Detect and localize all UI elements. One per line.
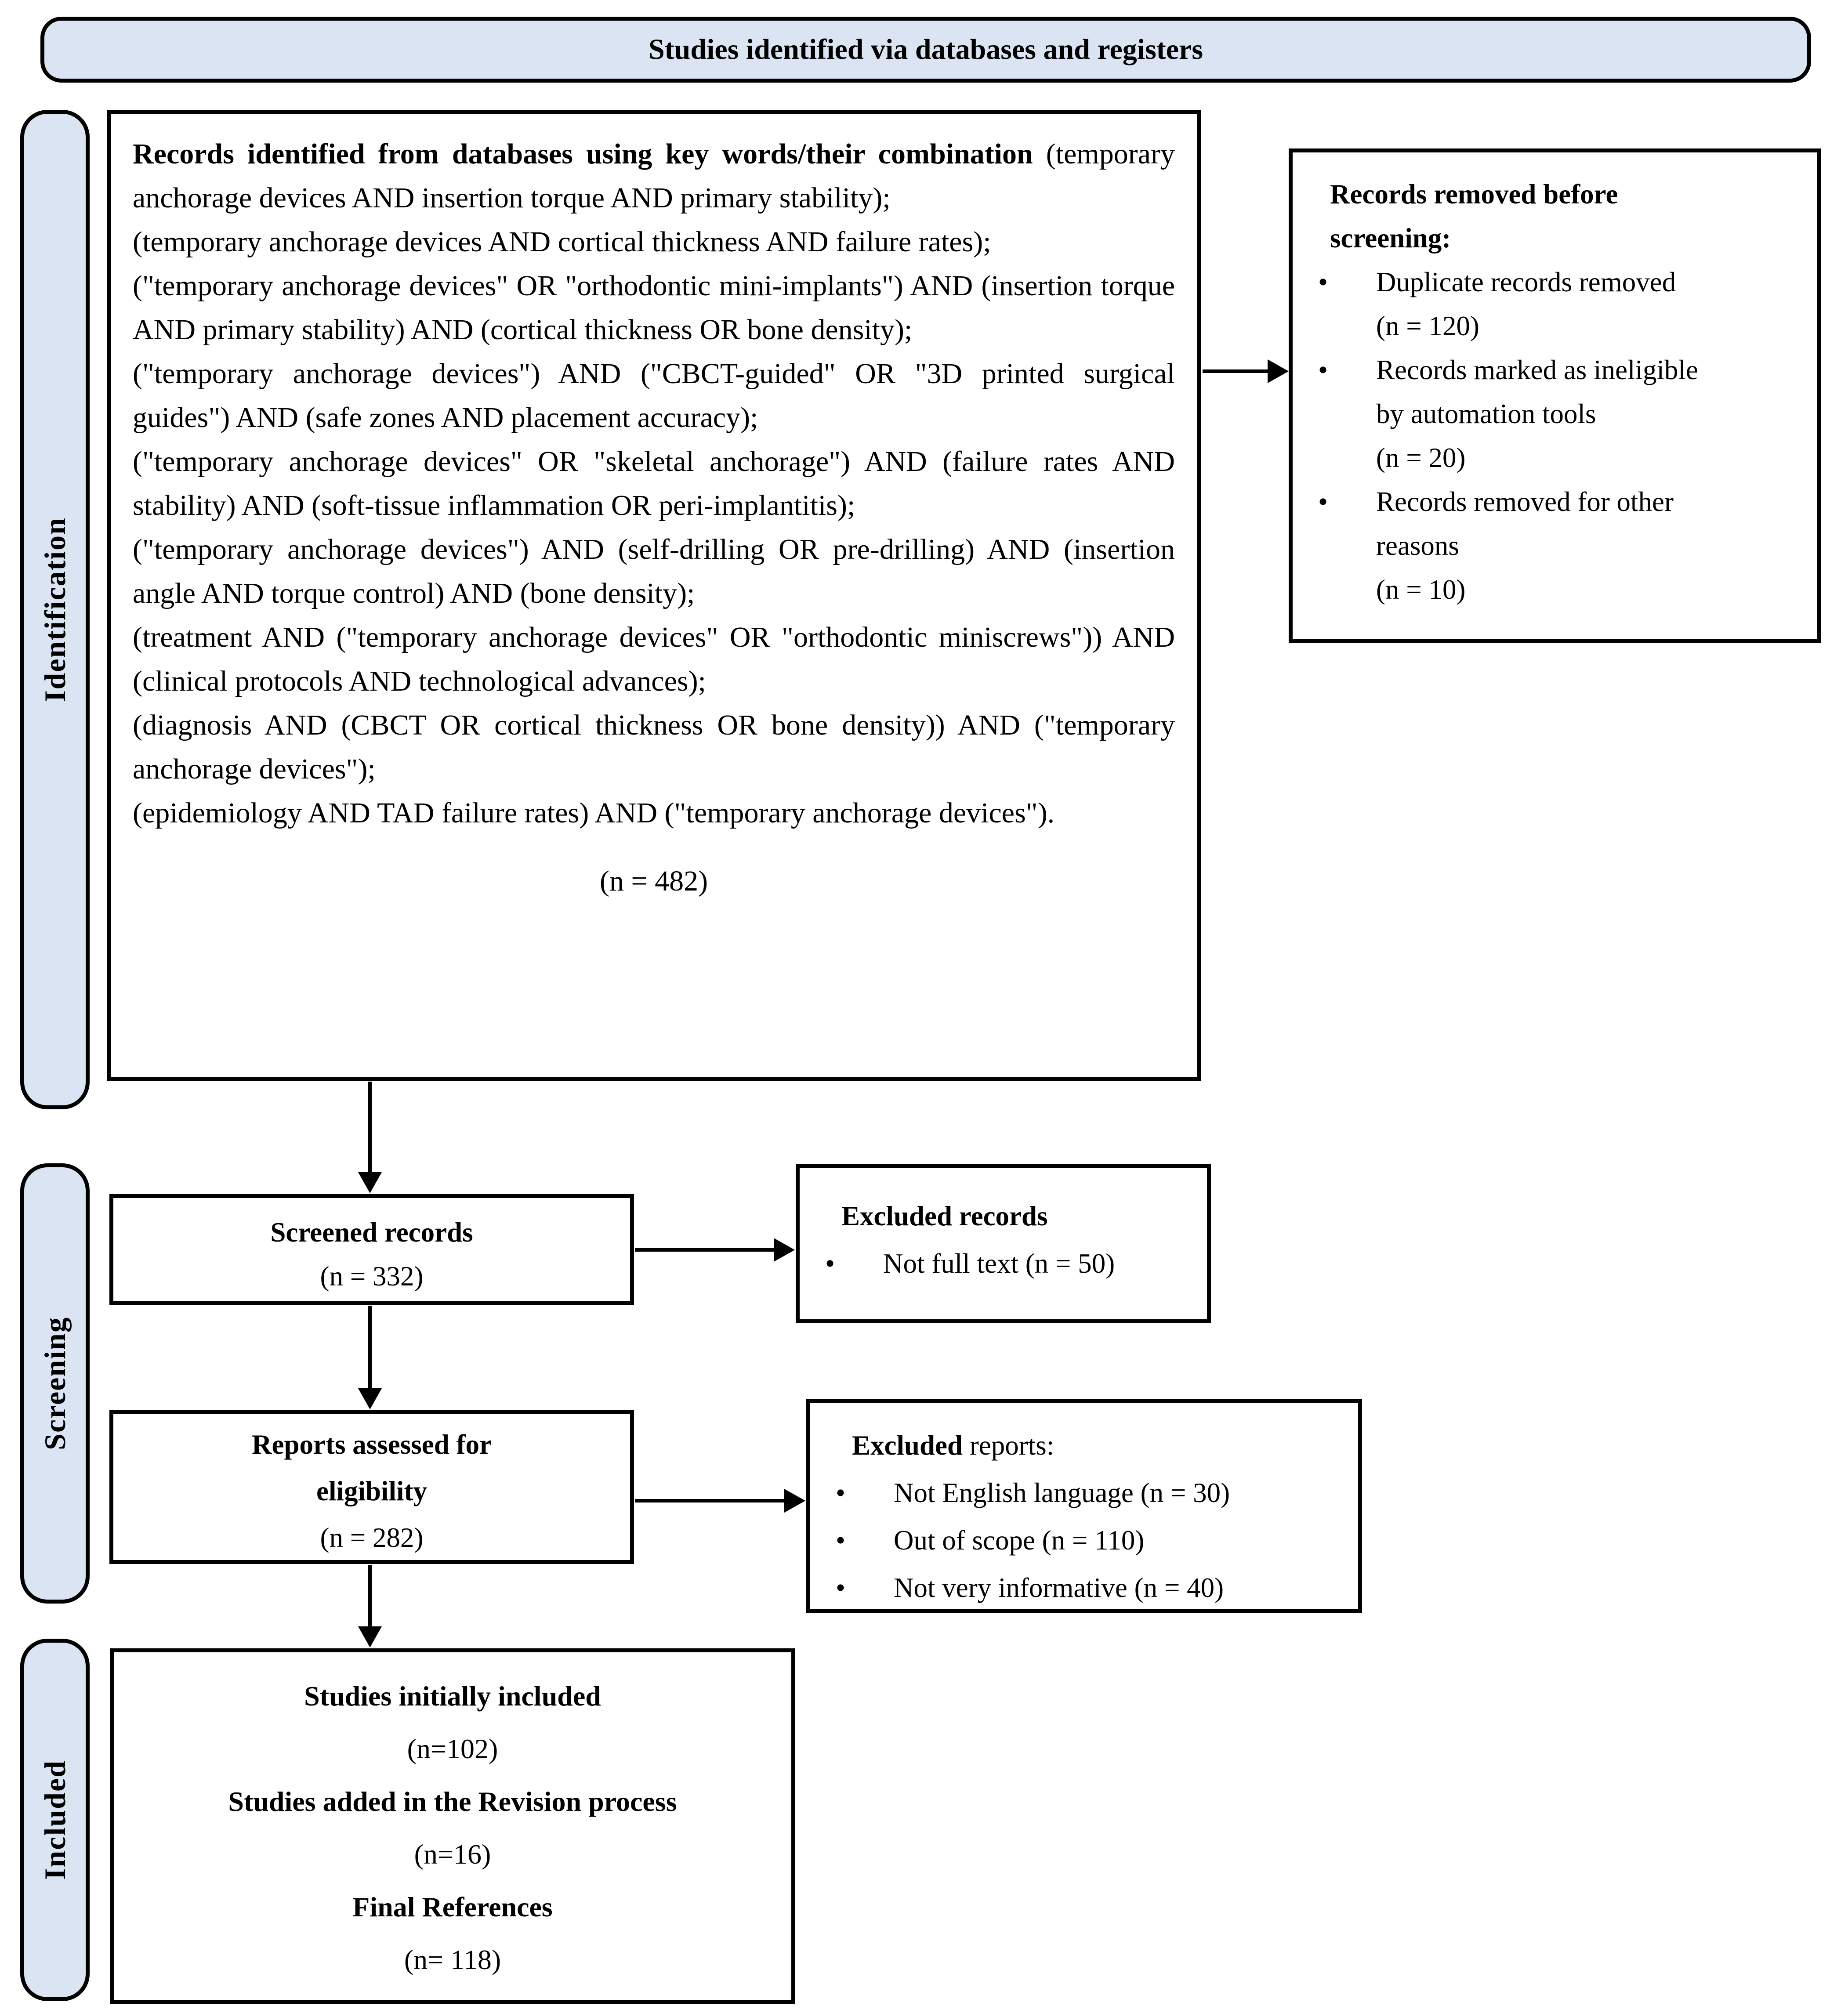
search-query-lead: Records identified from databases using … [133,132,1175,220]
records-removed-box: Records removed before screening: • Dupl… [1289,148,1821,643]
arrow-head-icon [358,1172,382,1193]
arrow-head-icon [784,1489,805,1513]
arrow-reports-to-excluded-reports [635,1488,805,1513]
arrow-head-icon [1268,359,1289,383]
search-query: (epidemiology AND TAD failure rates) AND… [133,797,1055,829]
bullet-icon: • [825,1248,835,1279]
list-item: • Not full text (n = 50) [817,1240,1196,1287]
reports-assessed-title: Reports assessed for eligibility [252,1429,492,1506]
excluded-records-title: Excluded records [841,1201,1048,1231]
bullet-icon: • [836,1525,846,1556]
list-item: • Duplicate records removed (n = 120) [1310,260,1802,348]
search-query: ("temporary anchorage devices" OR "skele… [133,445,1175,521]
bullet-icon: • [1318,267,1328,297]
search-query: (temporary anchorage devices AND cortica… [133,226,991,258]
stage-tab-identification: Identification [20,110,90,1109]
stage-label-included: Included [38,1760,72,1880]
bullet-icon: • [1318,355,1328,385]
excluded-records-box: Excluded records • Not full text (n = 50… [796,1164,1211,1323]
search-query: ("temporary anchorage devices") AND (sel… [133,533,1175,609]
arrow-screened-to-reports [358,1306,382,1409]
reports-assessed-count: (n = 282) [320,1522,424,1553]
search-query: ("temporary anchorage devices") AND ("CB… [133,358,1175,434]
arrow-head-icon [358,1388,382,1409]
records-removed-list: • Duplicate records removed (n = 120) • … [1310,260,1802,612]
list-item: • Not English language (n = 30) [828,1469,1347,1517]
arrow-screened-to-excluded-records [635,1238,795,1262]
excluded-reports-title: Excluded reports: [852,1430,1054,1461]
search-query: (diagnosis AND (CBCT OR cortical thickne… [133,709,1175,785]
search-query-lead-rest: (temporary anchorage devices AND inserti… [133,138,1175,214]
bullet-icon: • [836,1572,846,1603]
list-item: • Not very informative (n = 40) [828,1564,1347,1611]
search-query-lead-bold: Records identified from databases using … [133,138,1033,170]
list-item: • Records removed for other reasons (n =… [1310,480,1802,612]
included-line-title: Studies initially included [304,1680,601,1712]
arrow-shaft [368,1565,372,1629]
arrow-identification-to-removed [1203,359,1289,384]
reports-assessed-box: Reports assessed for eligibility (n = 28… [109,1410,634,1564]
included-line-title: Final References [352,1891,553,1922]
bullet-icon: • [1318,486,1328,517]
arrow-shaft [635,1499,787,1503]
included-line-count: (n=102) [407,1733,498,1764]
included-line-count: (n= 118) [404,1944,501,1975]
records-removed-title: Records removed before screening: [1330,179,1618,253]
banner-title: Studies identified via databases and reg… [648,33,1203,65]
screened-records-title: Screened records [270,1217,473,1248]
arrow-shaft [1203,369,1270,373]
records-identified-count: (n = 482) [599,865,708,897]
studies-included-box: Studies initially included (n=102) Studi… [110,1648,795,2004]
excluded-reports-box: Excluded reports: • Not English language… [806,1399,1362,1613]
search-query: (treatment AND ("temporary anchorage dev… [133,621,1175,697]
arrow-shaft [635,1248,776,1252]
arrow-shaft [368,1306,372,1391]
arrow-head-icon [358,1626,382,1647]
list-item: • Out of scope (n = 110) [828,1517,1347,1564]
list-item: • Records marked as ineligible by automa… [1310,348,1802,480]
arrow-head-icon [774,1238,795,1262]
arrow-reports-to-included [358,1565,382,1647]
screened-records-box: Screened records (n = 332) [109,1194,634,1305]
stage-label-screening: Screening [38,1317,72,1450]
arrow-identification-to-screened [358,1082,382,1193]
excluded-records-list: • Not full text (n = 50) [817,1240,1196,1287]
banner-studies-identified: Studies identified via databases and reg… [40,17,1811,83]
records-identified-box: Records identified from databases using … [107,110,1201,1081]
stage-tab-included: Included [20,1639,90,2001]
stage-tab-screening: Screening [20,1163,90,1604]
screened-records-count: (n = 332) [320,1261,424,1292]
excluded-reports-list: • Not English language (n = 30) • Out of… [828,1469,1347,1611]
included-line-count: (n=16) [414,1839,491,1870]
stage-label-identification: Identification [38,517,72,702]
bullet-icon: • [836,1477,846,1508]
search-query: ("temporary anchorage devices" OR "ortho… [133,270,1175,346]
arrow-shaft [368,1082,372,1175]
included-line-title: Studies added in the Revision process [228,1786,677,1817]
